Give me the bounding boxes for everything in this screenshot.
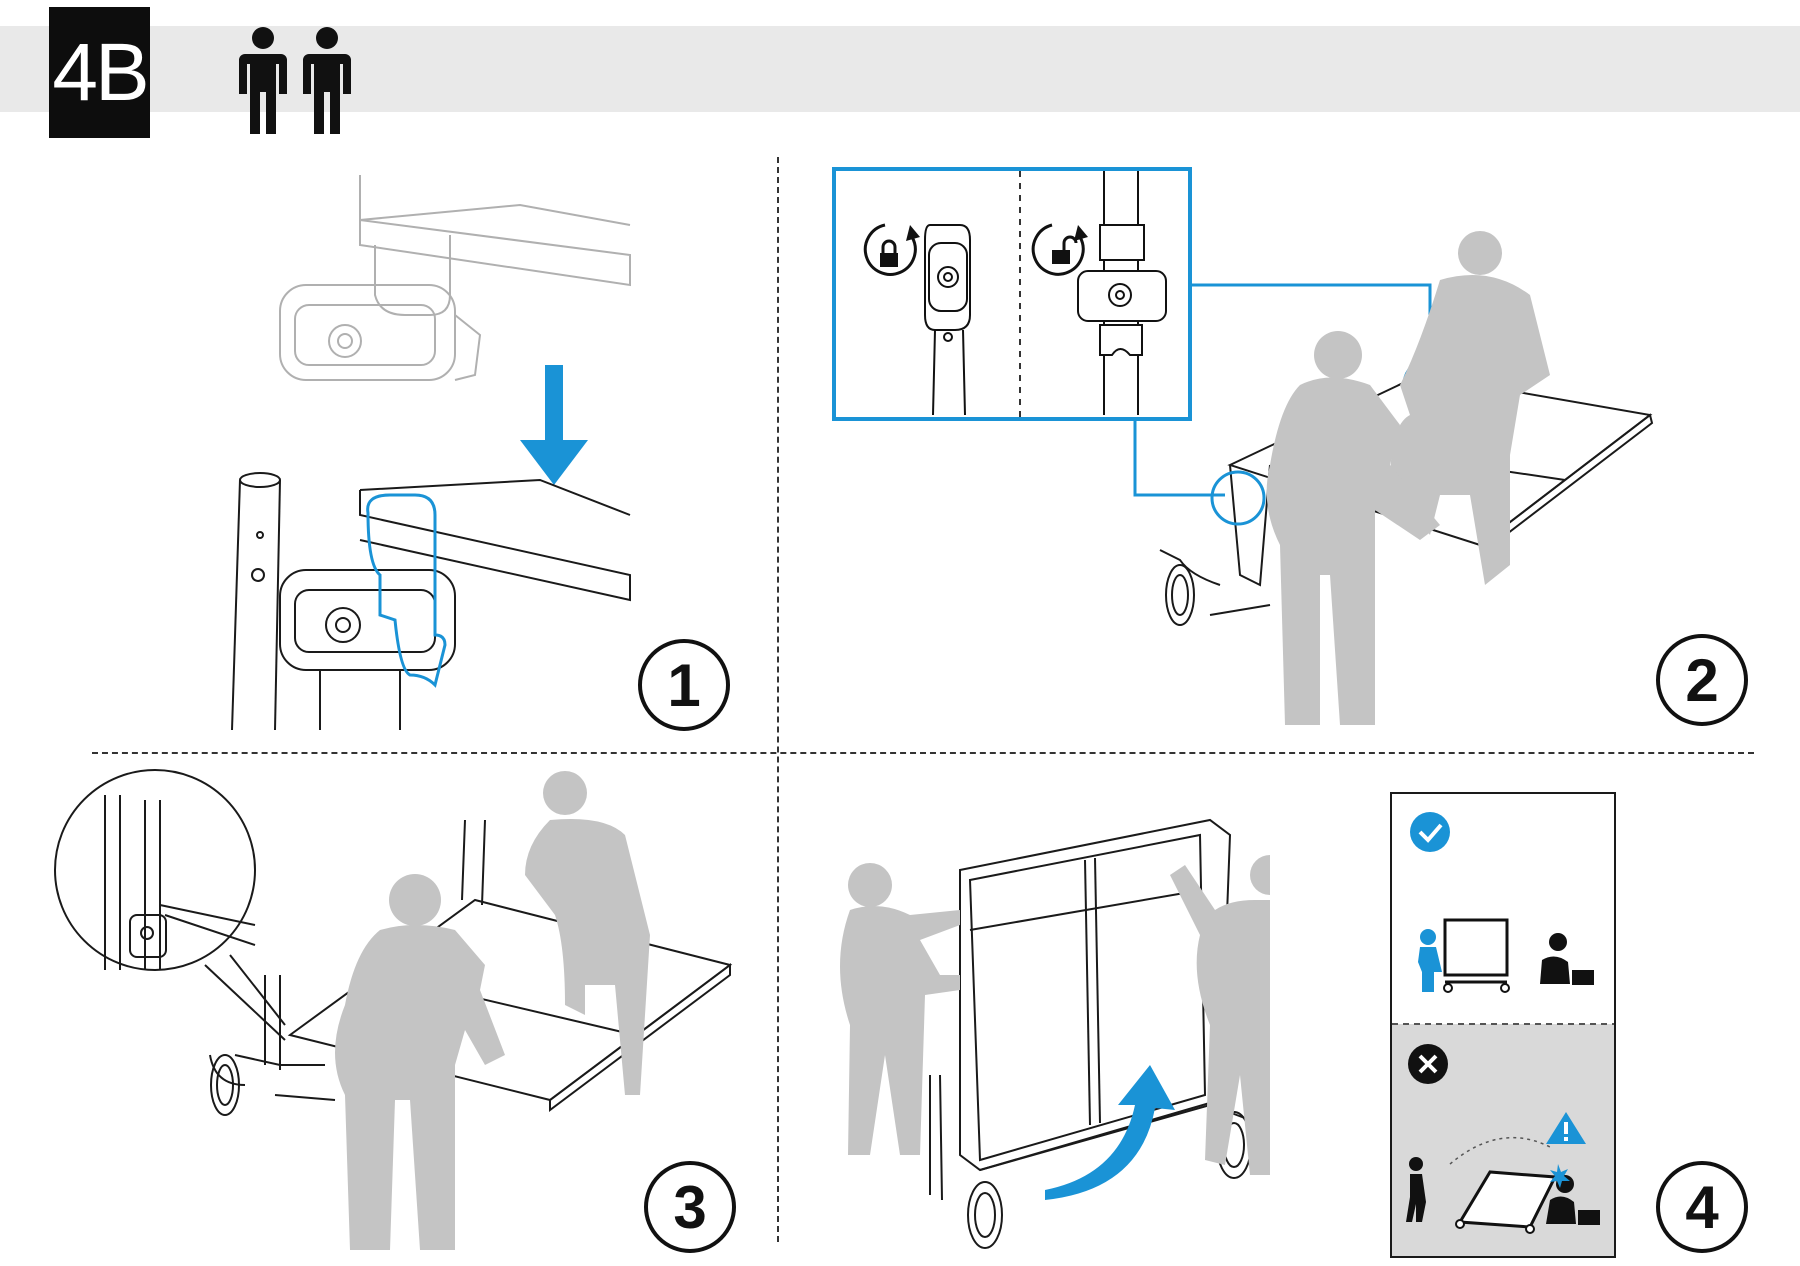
usage-guidance-box: [1390, 792, 1616, 1258]
panel-step-4: [840, 818, 1270, 1249]
panel-step-2: [832, 167, 1654, 725]
step-number-2: 2: [1656, 634, 1748, 726]
warning-triangle-icon: [1546, 1112, 1586, 1144]
cross-circle-icon: [1408, 1044, 1448, 1084]
step-number-4: 4: [1656, 1161, 1748, 1253]
step-number-3: 3: [644, 1161, 736, 1253]
panel-step-3: [54, 769, 733, 1250]
padlock-unlocked-icon: [1031, 223, 1088, 276]
horizontal-divider: [92, 752, 1754, 754]
panel-step-1: [231, 175, 631, 731]
vertical-divider: [777, 157, 779, 1242]
incorrect-transport-pictogram: [1406, 1136, 1600, 1234]
arrow-down-icon: [520, 365, 588, 485]
check-circle-icon: [1410, 812, 1450, 852]
step-code-badge: 4B: [49, 7, 150, 138]
two-persons-icon: [239, 27, 351, 134]
curved-arrow-icon: [1045, 1065, 1175, 1200]
padlock-locked-icon: [863, 223, 920, 276]
correct-transport-pictogram: [1418, 918, 1594, 993]
header-band: [0, 26, 1800, 112]
step-number-1: 1: [638, 639, 730, 731]
